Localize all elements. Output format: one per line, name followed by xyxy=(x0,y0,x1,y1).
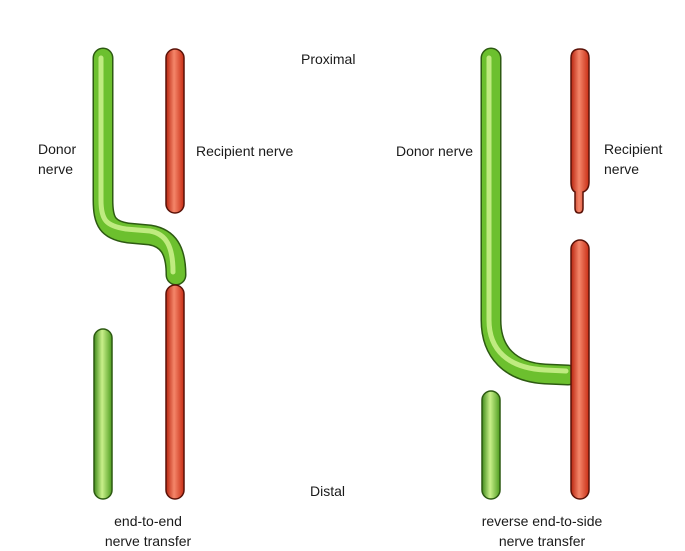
left-caption: end-to-end nerve transfer xyxy=(88,511,208,551)
left-caption-line1: end-to-end xyxy=(114,513,182,529)
right-recipient-nerve-distal xyxy=(570,239,590,500)
right-recipient-label-line1: Recipient xyxy=(604,141,663,157)
right-recipient-nerve-label: Recipient nerve xyxy=(604,139,662,179)
right-recipient-label-line2: nerve xyxy=(604,161,640,177)
right-caption-line2: nerve transfer xyxy=(498,533,586,549)
left-donor-nerve-distal xyxy=(93,328,113,500)
right-caption: reverse end-to-side nerve transfer xyxy=(462,511,622,551)
left-panel xyxy=(92,47,187,500)
left-donor-label-line1: Donor xyxy=(38,141,77,157)
left-caption-line2: nerve transfer xyxy=(104,533,192,549)
distal-label: Distal xyxy=(310,483,346,499)
right-caption-line1: reverse end-to-side xyxy=(481,513,603,529)
left-recipient-nerve-label: Recipient nerve xyxy=(196,143,294,159)
right-recipient-nerve-proximal xyxy=(570,48,590,214)
right-donor-nerve-distal xyxy=(481,390,501,500)
left-donor-label-line2: nerve xyxy=(38,161,74,177)
left-recipient-nerve-proximal xyxy=(165,48,185,214)
left-recipient-nerve-distal xyxy=(165,284,185,500)
left-donor-nerve-proximal xyxy=(92,47,187,286)
right-donor-nerve-label: Donor nerve xyxy=(396,143,474,159)
right-panel xyxy=(480,47,590,500)
proximal-label: Proximal xyxy=(301,51,356,67)
left-donor-nerve-label: Donor nerve xyxy=(38,139,76,179)
right-donor-nerve-proximal xyxy=(480,47,579,386)
